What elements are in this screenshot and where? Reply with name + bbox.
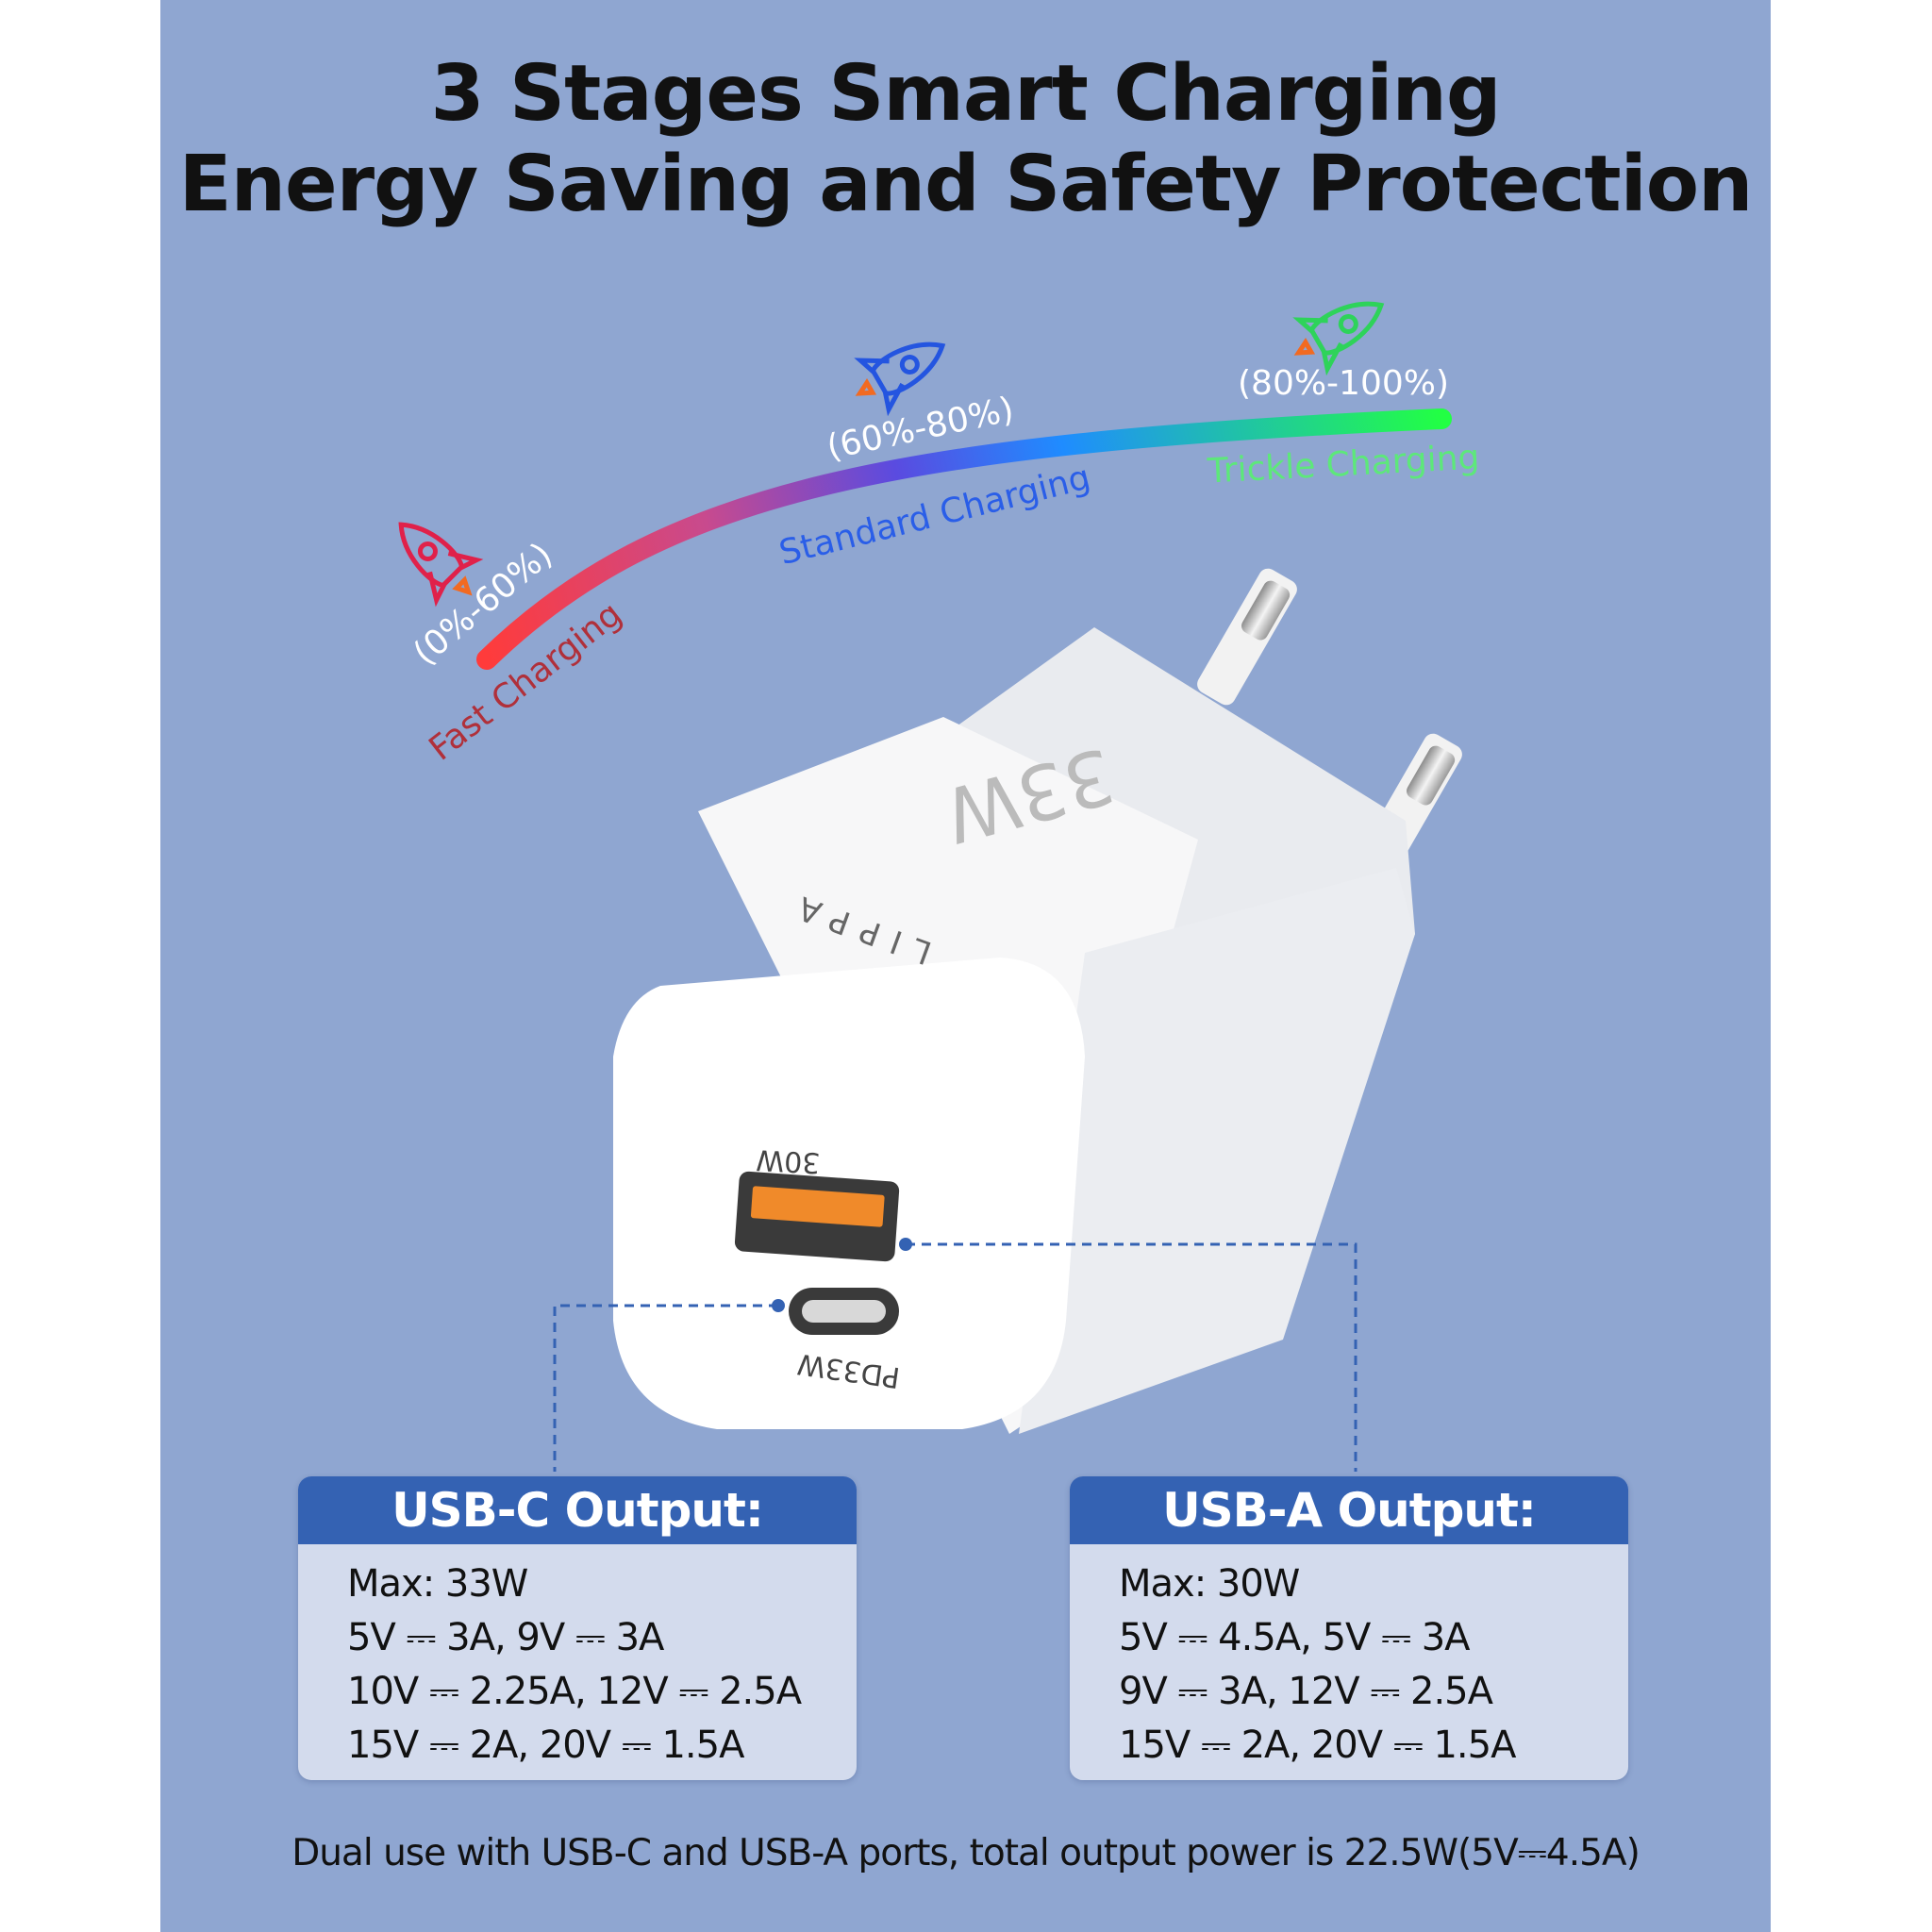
plug-pin — [1197, 568, 1297, 706]
spec-line: Max: 33W — [347, 1562, 528, 1606]
rocket-icon — [1292, 301, 1385, 376]
rocket-icon — [398, 522, 484, 608]
usb-a-marking: 30W — [756, 1142, 822, 1179]
charger-image — [553, 568, 1462, 1472]
spec-line: 5V ⎓ 4.5A, 5V ⎓ 3A — [1119, 1616, 1471, 1659]
rocket-icon — [854, 341, 946, 417]
spec-line: 9V ⎓ 3A, 12V ⎓ 2.5A — [1119, 1670, 1493, 1713]
spec-line: Max: 30W — [1119, 1562, 1300, 1606]
title-line-1: 3 Stages Smart Charging — [430, 49, 1501, 139]
spec-line: 5V ⎓ 3A, 9V ⎓ 3A — [347, 1616, 664, 1659]
usb-a-output-title: USB-A Output: — [1070, 1476, 1628, 1544]
charging-progress-arc — [476, 408, 1452, 670]
spec-line: 10V ⎓ 2.25A, 12V ⎓ 2.5A — [347, 1670, 802, 1713]
stage-range-trickle: (80%-100%) — [1238, 364, 1450, 403]
usb-a-output-card: USB-A Output: Max: 30W 5V ⎓ 4.5A, 5V ⎓ 3… — [1070, 1476, 1628, 1780]
usb-c-output-card: USB-C Output: Max: 33W 5V ⎓ 3A, 9V ⎓ 3A … — [298, 1476, 857, 1780]
usb-c-output-title: USB-C Output: — [298, 1476, 857, 1544]
spec-line: 15V ⎓ 2A, 20V ⎓ 1.5A — [1119, 1724, 1516, 1767]
title-line-2: Energy Saving and Safety Protection — [178, 140, 1754, 229]
footer-note: Dual use with USB-C and USB-A ports, tot… — [291, 1832, 1641, 1874]
spec-line: 15V ⎓ 2A, 20V ⎓ 1.5A — [347, 1724, 744, 1767]
